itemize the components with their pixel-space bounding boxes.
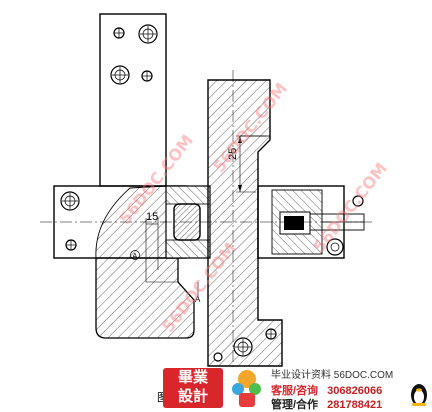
bolt-head-2 xyxy=(110,65,130,85)
bolt-head-3 xyxy=(60,191,80,211)
left-lower-block xyxy=(95,257,195,339)
bolt-head-4 xyxy=(233,337,253,357)
dimension-15-label: 15 xyxy=(146,211,158,223)
svg-text:A: A xyxy=(195,295,201,304)
bolt-hole-5 xyxy=(213,352,223,362)
bolt-hole-2 xyxy=(141,70,153,82)
bolt-hole-4 xyxy=(265,328,277,340)
dimension-15 xyxy=(145,218,178,283)
left-upper-plate xyxy=(99,13,167,187)
manage-contact: 管理/合作 281788421 xyxy=(271,399,383,411)
bolt-head-5 xyxy=(352,195,364,207)
footer-banner: 畢業 設計 毕业设计资料 56DOC.COM 客服/咨询 306826066 管… xyxy=(163,365,432,411)
dimension-25 xyxy=(236,135,266,193)
penguin-icon xyxy=(411,384,427,406)
bolt-hole-1 xyxy=(113,27,125,39)
center-lines xyxy=(40,70,372,370)
manage-number: 281788421 xyxy=(327,399,383,411)
section-mark-a1: A xyxy=(130,250,140,260)
service-number: 306826066 xyxy=(327,385,383,397)
section-mark-a2: A xyxy=(195,282,201,304)
site-text: 毕业设计资料 56DOC.COM xyxy=(271,370,394,381)
brand-logo: 畢業 設計 xyxy=(163,368,223,408)
service-contact: 客服/咨询 306826066 xyxy=(271,385,383,397)
bolt-head-1 xyxy=(138,24,158,44)
figure-caption: 图 xyxy=(157,389,168,405)
bolt-head-6 xyxy=(326,238,344,256)
svg-text:A: A xyxy=(133,253,138,260)
bolt-hole-3 xyxy=(65,239,77,251)
dimension-25-label: 25 xyxy=(227,148,239,160)
mascot-icon xyxy=(232,370,261,407)
